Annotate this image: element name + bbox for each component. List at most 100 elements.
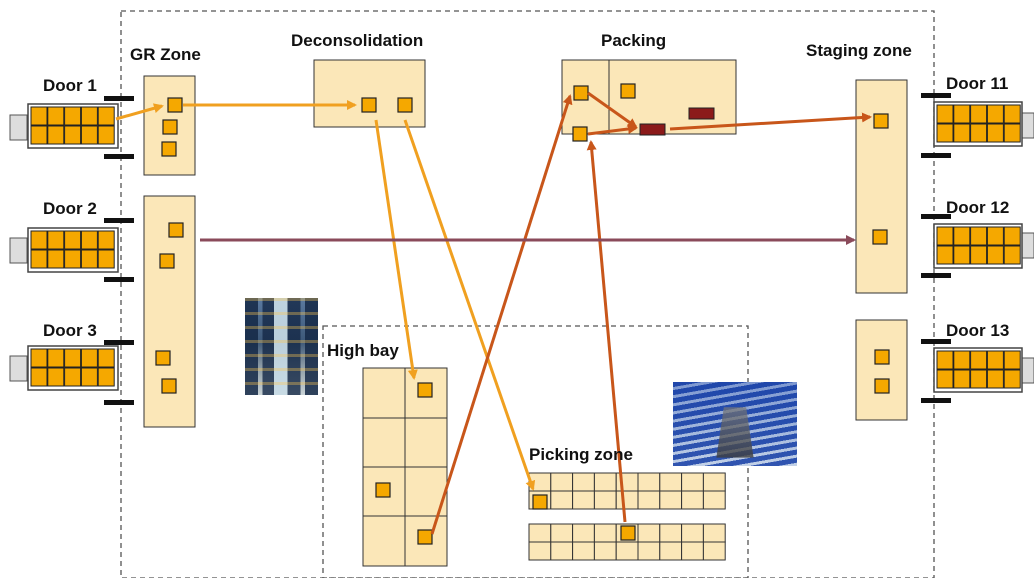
goods-boxes: [155, 83, 890, 545]
truck-cargo-cell: [986, 350, 1004, 370]
rack-slot: [593, 472, 617, 492]
truck-cargo-cell: [64, 125, 82, 145]
flow-arrows: [115, 91, 872, 535]
label-door-1: Door 1: [43, 76, 97, 95]
truck-cargo-cell: [1003, 245, 1021, 265]
truck-cargo-cell: [97, 367, 115, 387]
truck-cargo-cell: [936, 369, 954, 389]
arrow-box-to-packing-table: [587, 91, 638, 129]
truck-cargo-cell: [953, 369, 971, 389]
warehouse-boundary: [120, 10, 935, 578]
rack-slot: [572, 541, 595, 561]
rack-slot: [615, 490, 639, 510]
truck-cargo-cell: [1003, 123, 1021, 143]
rack-slot: [615, 541, 639, 561]
label-picking-zone: Picking zone: [529, 445, 633, 464]
rack-slot: [702, 490, 726, 510]
truck-cargo-cell: [986, 369, 1004, 389]
rack-slot: [637, 541, 661, 561]
rack-slot: [681, 490, 704, 510]
rack-slot: [593, 523, 617, 543]
truck-cargo-cell: [936, 245, 954, 265]
high-bay-rack: [362, 367, 448, 567]
rack-slot: [659, 490, 683, 510]
rack-slot: [637, 472, 661, 492]
truck-cargo-cell: [30, 106, 48, 126]
rack-slot: [572, 523, 595, 543]
rack-slot: [702, 541, 726, 561]
truck-cargo-cell: [97, 230, 115, 250]
truck-cargo-cell: [30, 249, 48, 269]
truck-cargo-cell: [47, 125, 65, 145]
truck-cargo-cell: [80, 106, 98, 126]
staging-zone-lower: [855, 319, 908, 421]
truck-cargo-cell: [80, 230, 98, 250]
label-high-bay: High bay: [327, 341, 399, 360]
truck-cargo-cell: [953, 123, 971, 143]
truck-cargo-cell: [936, 123, 954, 143]
truck-cargo-cell: [1003, 369, 1021, 389]
truck-cargo-cell: [80, 249, 98, 269]
truck-cargo-cell: [1003, 350, 1021, 370]
rack-slot: [550, 472, 574, 492]
arrow-door1-to-gr: [115, 103, 164, 121]
truck-cargo-cell: [1003, 226, 1021, 246]
label-packing: Packing: [601, 31, 667, 50]
label-door-13: Door 13: [946, 321, 1010, 340]
door-13-truck: [921, 339, 1034, 403]
rack-slot: [550, 541, 574, 561]
label-door-12: Door 12: [946, 198, 1010, 217]
truck-cargo-cell: [64, 249, 82, 269]
rack-slot: [637, 490, 661, 510]
truck-cargo-cell: [970, 369, 988, 389]
truck-cargo-cell: [47, 106, 65, 126]
label-deconsolidation: Deconsolidation: [291, 31, 424, 50]
arrow-deconsolidation-to-picking: [403, 119, 536, 491]
label-door-2: Door 2: [43, 199, 97, 218]
truck-cargo-cell: [936, 226, 954, 246]
rack-slot: [550, 490, 574, 510]
truck-cargo-cell: [80, 125, 98, 145]
truck-cargo-cell: [97, 249, 115, 269]
arrow-box2-to-packing-table: [587, 124, 638, 136]
truck-cargo-cell: [953, 350, 971, 370]
truck-cargo-cell: [97, 348, 115, 368]
label-gr-zone: GR Zone: [130, 45, 201, 64]
staging-zone-upper: [855, 79, 908, 294]
rack-slot: [659, 472, 683, 492]
truck-cargo-cell: [936, 350, 954, 370]
rack-slot: [702, 472, 726, 492]
truck-cargo-cell: [47, 348, 65, 368]
truck-cargo-cell: [970, 245, 988, 265]
truck-cargo-cell: [80, 367, 98, 387]
door-3-truck: [9, 340, 134, 405]
rack-slot: [572, 472, 595, 492]
arrow-packing-to-staging: [669, 112, 872, 131]
truck-cargo-cell: [970, 123, 988, 143]
truck-cargo-cell: [986, 123, 1004, 143]
truck-cargo-cell: [64, 106, 82, 126]
truck-cargo-cell: [30, 348, 48, 368]
truck-cargo-cell: [970, 104, 988, 124]
truck-cargo-cell: [97, 106, 115, 126]
rack-slot: [528, 523, 552, 543]
truck-cargo-cell: [953, 104, 971, 124]
label-door-11: Door 11: [946, 74, 1009, 93]
truck-cargo-cell: [64, 230, 82, 250]
truck-cargo-cell: [986, 245, 1004, 265]
packed-boxes: [639, 107, 715, 136]
truck-cargo-cell: [986, 104, 1004, 124]
rack-slot: [572, 490, 595, 510]
arrow-deconsolidation-to-high-bay: [374, 119, 418, 380]
rack-slot: [702, 523, 726, 543]
picking-rack-1: [528, 472, 726, 510]
rack-slot: [593, 490, 617, 510]
truck-cargo-cell: [47, 367, 65, 387]
rack-slot: [593, 541, 617, 561]
door-12-truck: [921, 214, 1034, 278]
label-door-3: Door 3: [43, 321, 97, 340]
truck-cargo-cell: [47, 230, 65, 250]
truck-cargo-cell: [80, 348, 98, 368]
truck-cargo-cell: [970, 226, 988, 246]
